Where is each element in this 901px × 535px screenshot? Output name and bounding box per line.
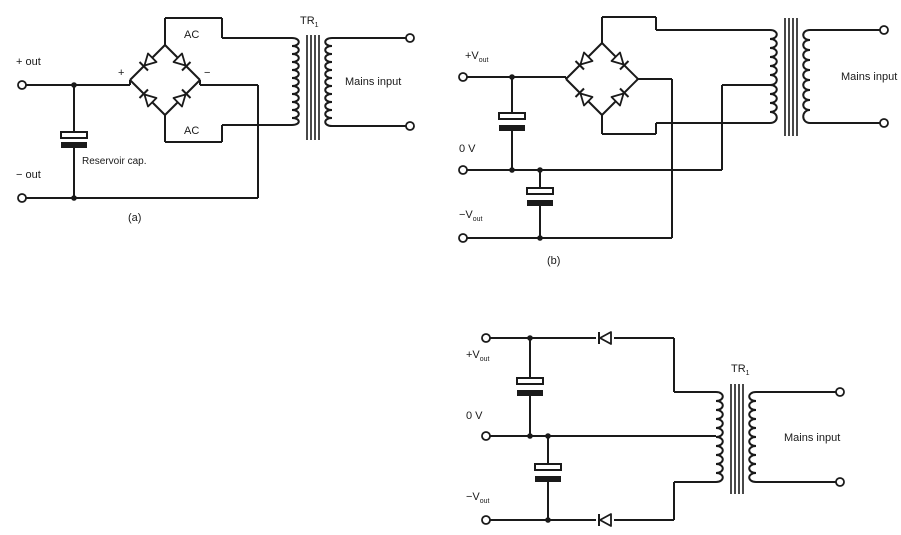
mains-terminal-top [879,25,889,35]
capacitor-bottom-b [526,187,554,206]
capacitor-top-b [498,112,526,131]
mains-terminal-top [835,387,845,397]
zero-v-terminal [481,431,491,441]
plus-v-label: +Vout [466,349,490,363]
circuit-a: + out − out + − AC AC TR1 Reservoir cap.… [16,15,415,224]
diode-icon [598,513,612,527]
bridge-rectifier-b [565,42,639,116]
wiring-a [24,17,292,201]
zero-v-label: 0 V [466,410,483,422]
transformer-label: TR1 [731,363,750,377]
minus-v-terminal [481,515,491,525]
zero-v-label: 0 V [459,143,476,155]
transformer-a [291,35,410,140]
minus-v-terminal [458,233,468,243]
plus-v-terminal [458,72,468,82]
plus-v-label: +Vout [465,50,489,64]
capacitor-top-c [516,377,544,396]
plus-out-terminal [17,80,27,90]
reservoir-capacitor [60,131,88,148]
plus-sign-label: + [118,67,124,79]
bridge-rectifier-a [129,44,201,116]
transformer-c [715,384,838,494]
caption-b: (b) [547,255,560,267]
minus-v-label: −Vout [466,491,490,505]
ac-top-label: AC [184,29,199,41]
mains-terminal-bottom [405,121,415,131]
mains-input-label: Mains input [784,432,840,444]
reservoir-cap-label: Reservoir cap. [82,156,146,167]
mains-terminal-bottom [879,118,889,128]
wiring-c [488,335,716,523]
mains-input-label: Mains input [345,76,401,88]
mains-terminal-bottom [835,477,845,487]
capacitor-bottom-c [534,463,562,482]
wiring-b [465,16,770,241]
transformer-b [769,18,882,136]
circuit-b: +Vout 0 V −Vout Mains input (b) [458,16,897,267]
plus-v-terminal [481,333,491,343]
caption-a: (a) [128,212,141,224]
circuit-c: +Vout 0 V −Vout TR1 Mains input [466,331,845,527]
plus-out-label: + out [16,56,41,68]
minus-sign-label: − [204,67,210,79]
transformer-label: TR1 [300,15,319,29]
zero-v-terminal [458,165,468,175]
minus-v-label: −Vout [459,209,483,223]
minus-out-terminal [17,193,27,203]
minus-out-label: − out [16,169,41,181]
mains-input-label: Mains input [841,71,897,83]
ac-bottom-label: AC [184,125,199,137]
mains-terminal-top [405,33,415,43]
diode-icon [598,331,612,345]
